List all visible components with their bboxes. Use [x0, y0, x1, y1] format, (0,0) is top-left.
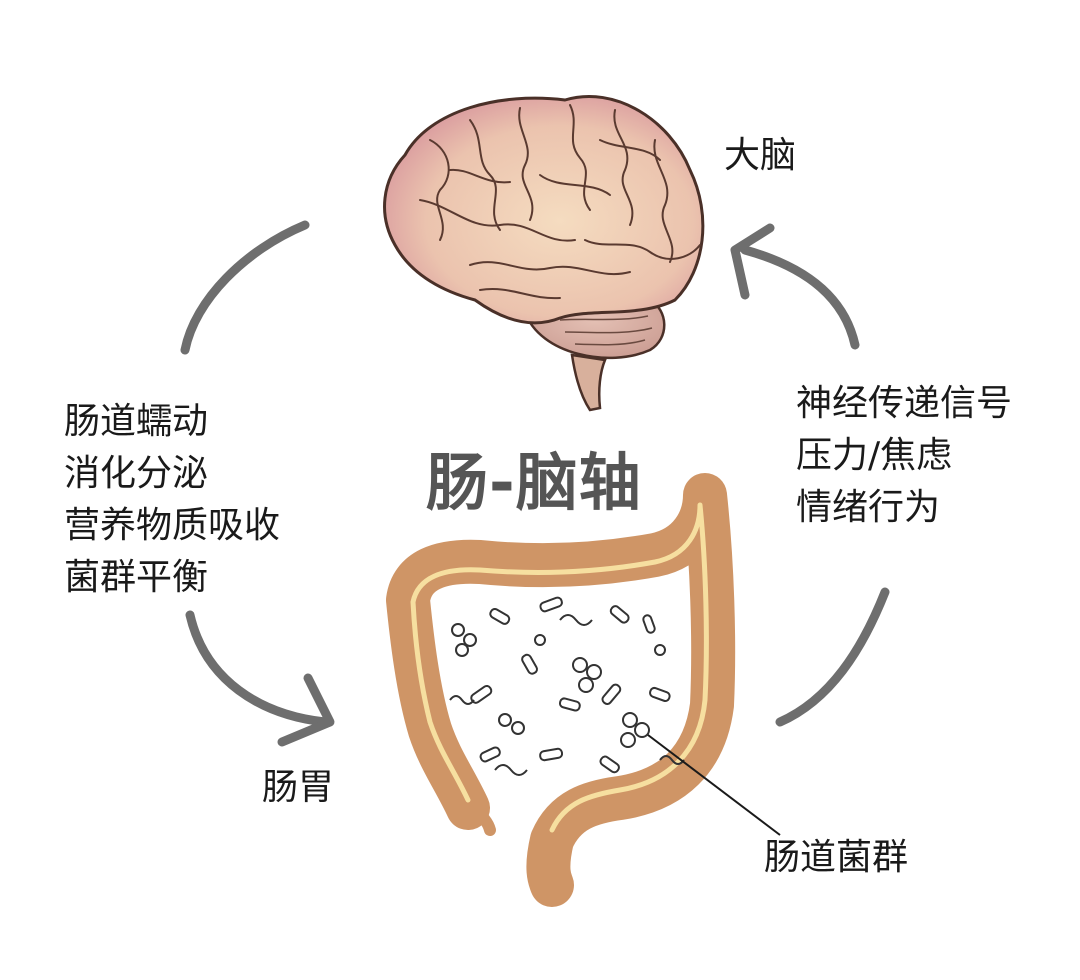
arrowhead-to-gut	[277, 673, 335, 747]
microbiota-pointer-line	[647, 734, 781, 836]
arc-bottom-right	[775, 587, 890, 727]
arc-top-left	[180, 220, 310, 355]
diagram-title: 肠-脑轴	[426, 446, 642, 519]
arc-right-up-arrow	[740, 245, 860, 350]
brain-stem	[570, 353, 607, 412]
colon-body	[386, 473, 736, 907]
right-signal-list: 神经传递信号 压力/焦虑 情绪行为	[796, 378, 1012, 534]
arrowhead-to-brain	[730, 223, 775, 300]
left-function-item: 菌群平衡	[64, 557, 209, 598]
bacteria-cluster	[449, 596, 685, 776]
left-function-item: 营养物质吸收	[64, 505, 281, 546]
cerebrum	[383, 95, 705, 325]
colon-highlight	[410, 502, 709, 833]
left-function-item: 肠道蠕动	[64, 401, 209, 442]
colon-illustration	[386, 473, 736, 907]
cerebellum-lines	[559, 315, 653, 346]
right-signal-item: 情绪行为	[796, 487, 941, 528]
right-signal-item: 神经传递信号	[796, 383, 1013, 424]
brain-illustration	[383, 95, 705, 412]
arc-bottom-left-arrow	[185, 610, 330, 727]
brain-label: 大脑	[724, 135, 797, 176]
left-function-item: 消化分泌	[64, 453, 209, 494]
cycle-arrows	[180, 220, 890, 747]
right-signal-item: 压力/焦虑	[796, 435, 953, 476]
brain-folds	[419, 104, 701, 300]
left-function-list: 肠道蠕动 消化分泌 营养物质吸收 菌群平衡	[64, 396, 280, 604]
microbiota-label: 肠道菌群	[764, 837, 909, 878]
colon-appendix	[466, 802, 496, 836]
gut-label: 肠胃	[262, 767, 335, 808]
